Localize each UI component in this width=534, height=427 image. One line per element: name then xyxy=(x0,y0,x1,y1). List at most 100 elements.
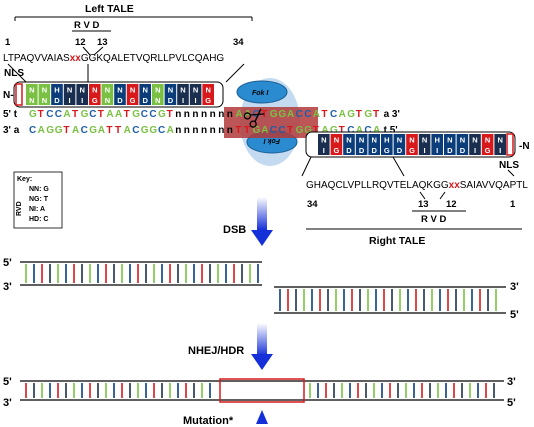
repair-right-5: 5' xyxy=(507,397,516,409)
dsb-left-5: 5' xyxy=(3,257,12,269)
nucleotide: G xyxy=(278,109,286,120)
nucleotide: T xyxy=(98,109,104,120)
key-row: HD: C xyxy=(29,216,48,223)
scissors-icon xyxy=(243,108,265,128)
left-pos-34: 34 xyxy=(233,37,244,48)
nucleotide: G xyxy=(89,125,97,136)
repair-left-3: 3' xyxy=(3,397,12,409)
left-pos-13: 13 xyxy=(97,37,108,48)
key-row: NN: G xyxy=(29,186,49,193)
rvd-top-letter: N xyxy=(371,136,376,145)
fok1-top xyxy=(236,80,288,104)
rvd-top-letter: N xyxy=(168,86,173,95)
rvd-top-letter: H xyxy=(434,136,439,145)
rvd-bottom-letter: D xyxy=(447,146,453,155)
rvd-top-letter: N xyxy=(117,86,122,95)
rvd-top-letter: N xyxy=(155,86,160,95)
rvd-top-letter: N xyxy=(334,136,339,145)
nucleotide: T xyxy=(373,109,379,120)
rvd-bottom-letter: I xyxy=(195,96,197,105)
dsb-arrow-head xyxy=(251,230,273,246)
nucleotide: T xyxy=(339,125,345,136)
right-seq-link-r xyxy=(507,169,515,177)
right-rvd-label: R V D xyxy=(421,214,446,225)
right-tale-title: Right TALE xyxy=(369,235,425,247)
rvd-bottom-letter: I xyxy=(499,146,501,155)
rvd-top-letter: N xyxy=(79,86,84,95)
nucleotide: A xyxy=(244,109,251,120)
dna-top-strand: 5' tGTCCATGCTAATGCCGTnnnnnnnAACTGGACCATC… xyxy=(3,109,400,120)
left-pos-1: 1 xyxy=(5,37,11,48)
strand-end-label: 3' a xyxy=(3,125,20,136)
rvd-top-letter: N xyxy=(142,86,147,95)
spacer-nucleotide: n xyxy=(218,125,224,136)
right-seq-link-l xyxy=(301,156,312,177)
nucleotide: C xyxy=(278,125,285,136)
rvd-module xyxy=(406,134,418,155)
right-pos-13: 13 xyxy=(418,199,429,210)
left-pos-12: 12 xyxy=(75,37,86,48)
rvd-bottom-letter: N xyxy=(42,96,47,105)
nucleotide: T xyxy=(115,125,121,136)
strand-end-label: 5' t xyxy=(3,109,18,120)
rvd-top-letter: N xyxy=(460,136,465,145)
nucleotide: T xyxy=(356,109,362,120)
nucleotide: A xyxy=(261,125,268,136)
rvd-module xyxy=(431,134,443,155)
rvd-module xyxy=(177,84,189,105)
rvd-top-letter: N xyxy=(397,136,402,145)
nucleotide: C xyxy=(347,125,354,136)
rvd-top-letter: N xyxy=(447,136,452,145)
rvd-bottom-letter: D xyxy=(142,96,148,105)
nucleotide: A xyxy=(321,125,328,136)
key-title: Key: xyxy=(17,176,32,183)
rvd-bottom-letter: G xyxy=(92,96,98,105)
rvd-top-letter: H xyxy=(384,136,389,145)
dsb-arrow-shaft xyxy=(257,197,267,230)
nucleotide: G xyxy=(330,125,338,136)
nucleotide: G xyxy=(347,109,355,120)
nucleotide: T xyxy=(124,109,130,120)
rvd-bottom-letter: D xyxy=(371,146,377,155)
nucleotide: C xyxy=(364,125,371,136)
rvd-module xyxy=(51,84,63,105)
rvd-top-letter: N xyxy=(497,136,502,145)
right-pos-12: 12 xyxy=(446,199,457,210)
nls-box xyxy=(506,133,514,156)
dsb-right-5: 5' xyxy=(510,309,519,321)
nucleotide: T xyxy=(106,125,112,136)
rvd-bottom-letter: I xyxy=(182,96,184,105)
nucleotide: A xyxy=(167,125,174,136)
nucleotide: A xyxy=(72,125,79,136)
right-pos-34: 34 xyxy=(307,199,318,210)
nucleotide: T xyxy=(72,109,78,120)
dsb-left-3: 3' xyxy=(3,281,12,293)
rvd-top-letter: N xyxy=(472,136,477,145)
nucleotide: T xyxy=(313,125,319,136)
nucleotide: C xyxy=(81,125,88,136)
rvd-module xyxy=(330,134,343,155)
repair-right-3: 3' xyxy=(507,376,516,388)
rvd-bottom-letter: N xyxy=(155,96,160,105)
nucleotide: G xyxy=(141,125,149,136)
nucleotide: A xyxy=(98,125,105,136)
nucleotide: C xyxy=(149,109,156,120)
nucleotide: C xyxy=(141,109,148,120)
right-tale-sequence: GHAQCLVPLLRQVTELAQKGGxxSAIAVVQAPTL xyxy=(306,180,528,191)
right-nls-label: NLS xyxy=(499,160,519,171)
nucleotide: T xyxy=(167,109,173,120)
rvd-top-letter: N xyxy=(485,136,490,145)
nucleotide: G xyxy=(270,109,278,120)
rvd-bottom-letter: D xyxy=(168,96,174,105)
rvd-top-letter: N xyxy=(105,86,110,95)
rvd-top-letter: N xyxy=(409,136,414,145)
spacer-nucleotide: n xyxy=(184,109,190,120)
rvd-module xyxy=(63,84,76,105)
nucleotide: T xyxy=(321,109,327,120)
spacer-nucleotide: n xyxy=(175,109,181,120)
nucleotide: C xyxy=(296,109,303,120)
spacer-nucleotide: n xyxy=(218,109,224,120)
nucleotide: C xyxy=(55,109,62,120)
rvd-bottom-letter: I xyxy=(81,96,83,105)
